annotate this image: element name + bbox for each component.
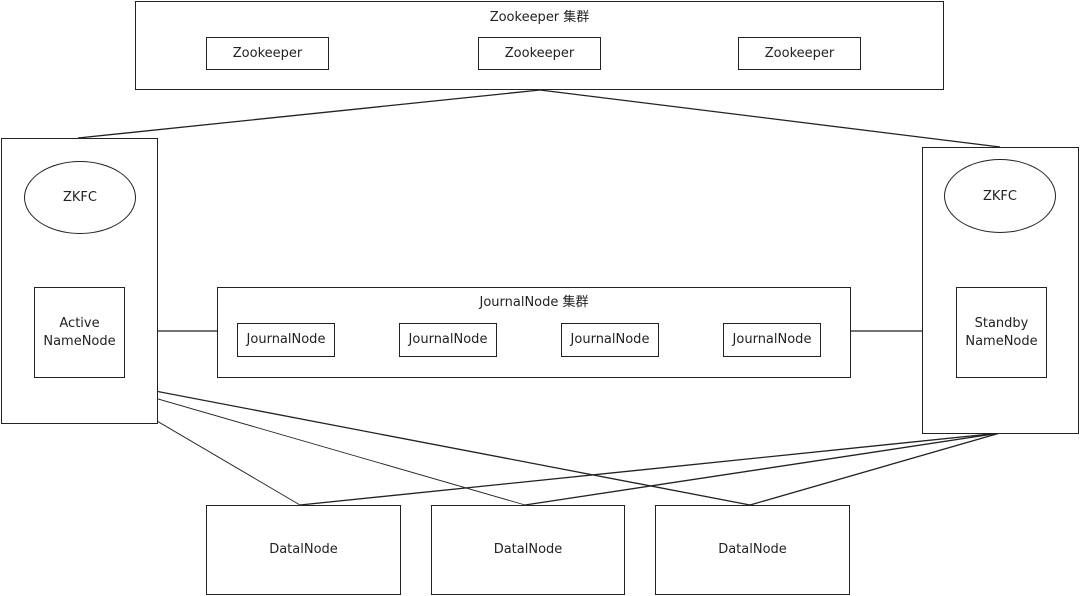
journalnode-3: JournalNode bbox=[561, 323, 659, 357]
journalnode-cluster-title: JournalNode 集群 bbox=[479, 295, 589, 310]
edge-zookeeper-to-active-container bbox=[77, 89, 541, 139]
edge-standby-to-datanode-2 bbox=[524, 432, 1001, 506]
active-namenode-label: NameNode bbox=[43, 333, 116, 349]
edge-standby-to-datanode-1 bbox=[299, 432, 1001, 506]
edge-zookeeper-to-standby-container bbox=[539, 89, 1001, 148]
edge-active-to-datanode-3 bbox=[81, 376, 751, 506]
journalnode-2: JournalNode bbox=[399, 323, 497, 357]
journalnode-1: JournalNode bbox=[237, 323, 335, 357]
zookeeper-cluster-title: Zookeeper 集群 bbox=[489, 10, 590, 25]
zookeeper-node-2: Zookeeper bbox=[478, 37, 601, 70]
standby-namenode-label: NameNode bbox=[965, 333, 1038, 349]
active-namenode: Active NameNode bbox=[34, 287, 125, 378]
datanode-2: DatalNode bbox=[431, 505, 625, 595]
zookeeper-node-3: Zookeeper bbox=[738, 37, 861, 70]
journalnode-4: JournalNode bbox=[723, 323, 821, 357]
standby-namenode: Standby NameNode bbox=[956, 287, 1047, 378]
active-zkfc: ZKFC bbox=[24, 161, 136, 234]
edge-standby-to-datanode-3 bbox=[749, 432, 1001, 506]
zookeeper-node-1: Zookeeper bbox=[206, 37, 329, 70]
datanode-3: DatalNode bbox=[655, 505, 850, 595]
active-namenode-state: Active bbox=[59, 315, 100, 331]
standby-namenode-state: Standby bbox=[974, 315, 1029, 331]
datanode-1: DatalNode bbox=[206, 505, 401, 595]
standby-zkfc: ZKFC bbox=[944, 159, 1056, 233]
